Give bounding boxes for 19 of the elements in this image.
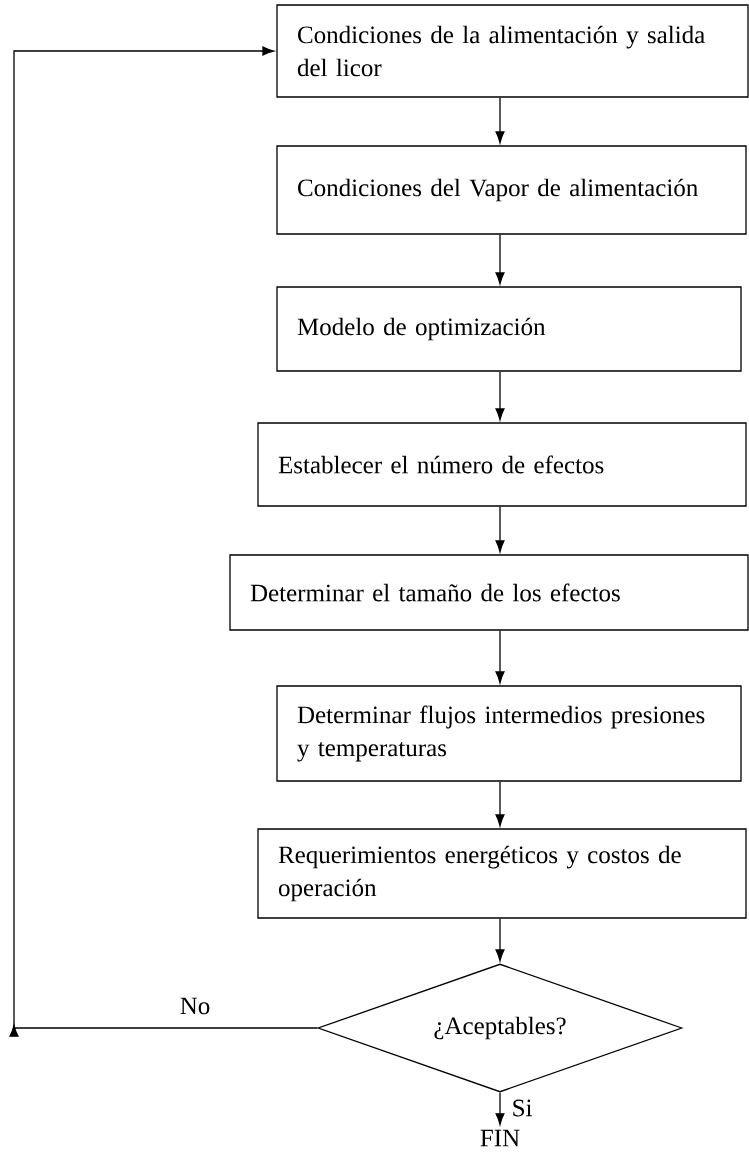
arrow	[495, 506, 505, 553]
arrow	[495, 97, 505, 144]
process-box: Determinar el tamaño de los efectos	[229, 554, 749, 631]
arrow	[495, 918, 505, 962]
arrow	[9, 46, 318, 1037]
edge-label: Si	[510, 1098, 534, 1118]
arrow	[495, 1092, 505, 1125]
process-box: Establecer el número de efectos	[257, 422, 747, 507]
edge-label: No	[178, 996, 212, 1016]
process-box: Modelo de optimización	[276, 286, 742, 372]
process-box: Requerimientos energéticos y costos de operación	[257, 828, 747, 919]
arrow	[495, 234, 505, 285]
arrow	[495, 630, 505, 684]
process-box: Condiciones de la alimentación y salida del licor	[276, 4, 749, 98]
process-box: Condiciones del Vapor de alimentación	[276, 145, 747, 235]
process-box: Determinar flujos intermedios presiones y temperaturas	[276, 685, 742, 782]
end-label: FIN	[480, 1129, 520, 1147]
arrow	[495, 371, 505, 421]
arrow	[495, 781, 505, 827]
